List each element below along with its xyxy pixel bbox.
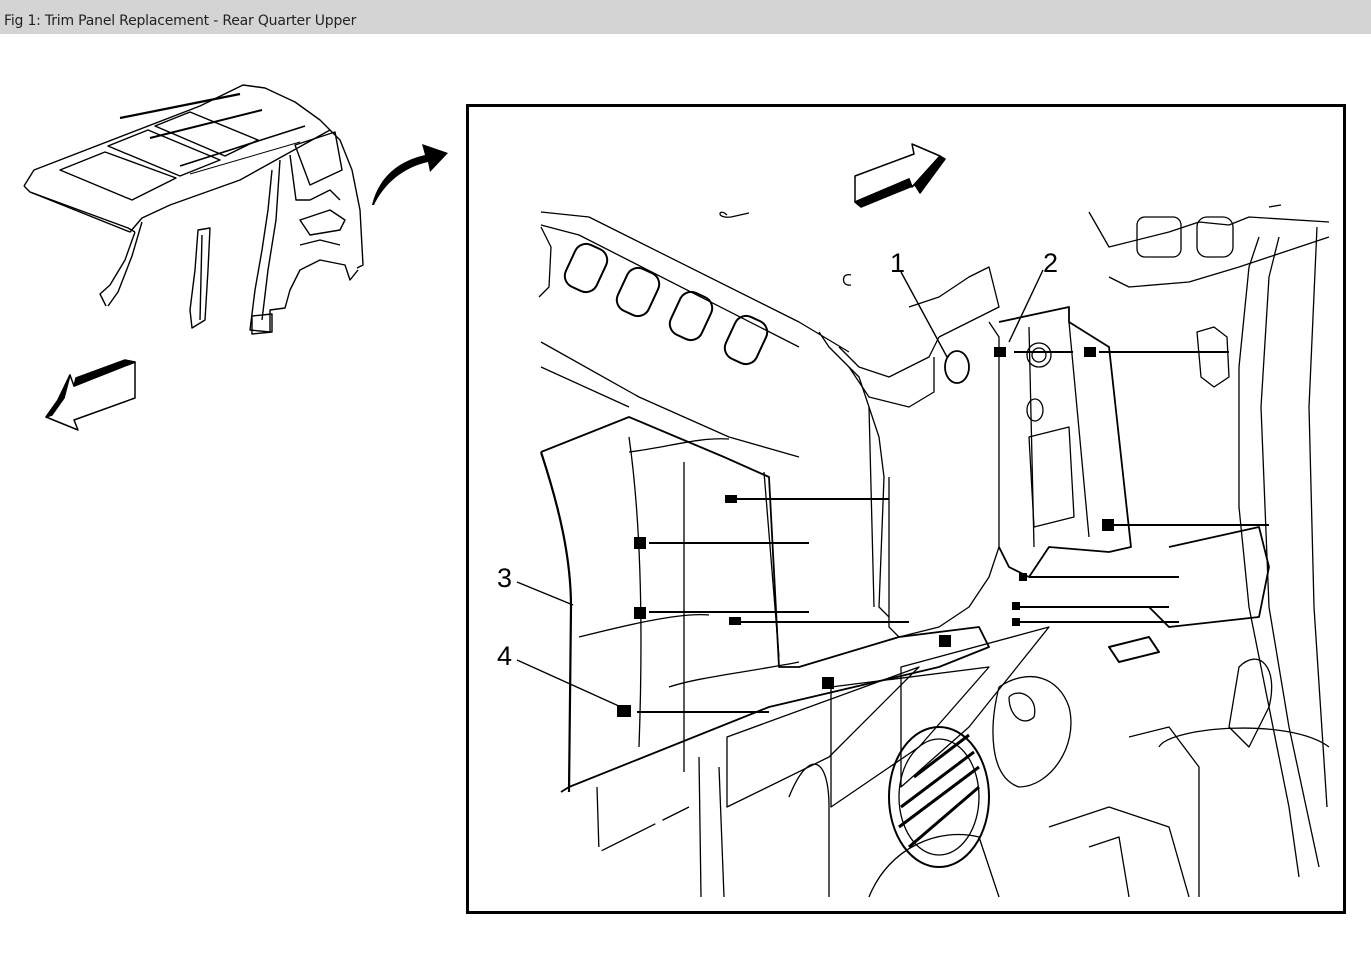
figure-title-bar: Fig 1: Trim Panel Replacement - Rear Qua… <box>0 0 1371 34</box>
leader-line-1 <box>900 271 948 358</box>
vehicle-overview-illustration <box>0 70 460 440</box>
rear-quarter-trim-drawing <box>516 143 1330 898</box>
callout-1: 1 <box>890 248 906 278</box>
callout-4: 4 <box>497 641 513 671</box>
leader-line-4 <box>516 659 622 708</box>
leader-line-2 <box>1008 269 1044 343</box>
callout-2: 2 <box>1043 248 1059 278</box>
leader-line-3 <box>516 581 574 606</box>
clip-fastener-icons <box>617 347 1114 717</box>
curved-arrow-icon <box>372 144 448 205</box>
detail-inset-frame: 1 2 3 4 <box>466 104 1346 914</box>
rear-direction-arrow-icon <box>854 143 946 208</box>
vehicle-body-drawing <box>23 84 448 431</box>
figure-title: Fig 1: Trim Panel Replacement - Rear Qua… <box>4 13 357 29</box>
callout-3: 3 <box>497 563 513 593</box>
front-direction-arrow-icon <box>45 359 136 431</box>
